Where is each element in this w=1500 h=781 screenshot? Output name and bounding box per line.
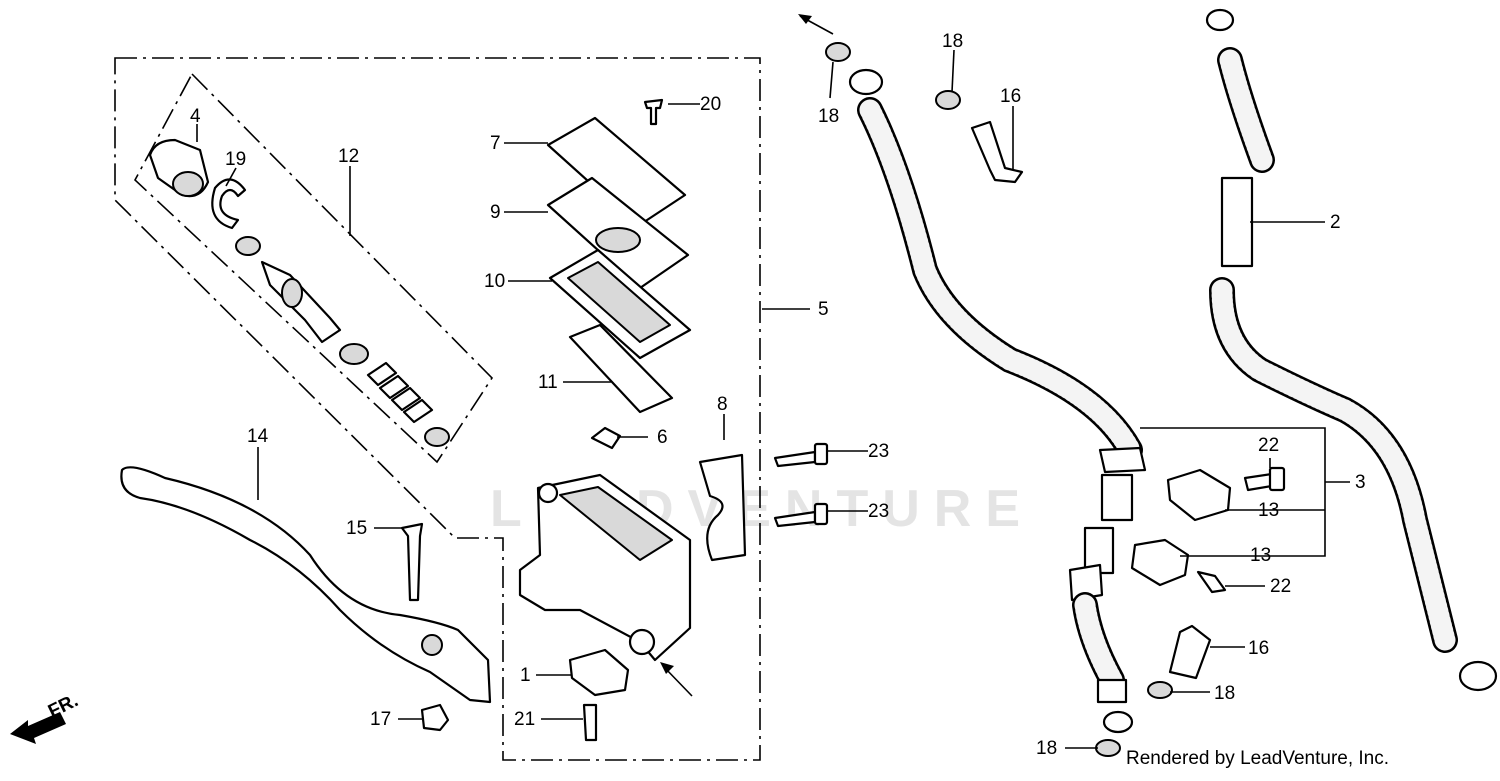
callout-12[interactable]: 12 bbox=[338, 146, 359, 167]
callout-18-bottom-right[interactable]: 18 bbox=[1214, 683, 1235, 704]
callout-20[interactable]: 20 bbox=[700, 94, 721, 115]
callout-8[interactable]: 8 bbox=[717, 394, 728, 415]
arrow-top-head bbox=[798, 14, 812, 24]
render-credit: Rendered by LeadVenture, Inc. bbox=[1126, 748, 1389, 769]
brake-lever bbox=[120, 466, 492, 704]
pivot-nut bbox=[420, 703, 450, 732]
callout-21[interactable]: 21 bbox=[514, 709, 535, 730]
brake-hose-upper bbox=[1205, 8, 1498, 692]
piston-kit bbox=[148, 138, 450, 447]
screw-21 bbox=[582, 703, 598, 742]
callout-18-bottom-left[interactable]: 18 bbox=[1036, 738, 1057, 759]
callout-16-bottom[interactable]: 16 bbox=[1248, 638, 1269, 659]
callout-3[interactable]: 3 bbox=[1355, 472, 1366, 493]
screw-20 bbox=[643, 98, 664, 126]
arrow-body-pointer-head bbox=[660, 662, 674, 674]
brake-switch bbox=[568, 648, 630, 697]
bolts-23 bbox=[773, 442, 829, 528]
callout-4[interactable]: 4 bbox=[190, 106, 201, 127]
brake-hose-lower bbox=[848, 68, 1147, 734]
leader-lines bbox=[196, 49, 1350, 749]
callout-5[interactable]: 5 bbox=[818, 299, 829, 320]
callout-7[interactable]: 7 bbox=[490, 133, 501, 154]
callout-22-upper[interactable]: 22 bbox=[1258, 435, 1279, 456]
callout-23-lower[interactable]: 23 bbox=[868, 501, 889, 522]
callout-14[interactable]: 14 bbox=[247, 426, 269, 447]
callout-13-upper[interactable]: 13 bbox=[1258, 500, 1279, 521]
reservoir-cap-stack bbox=[546, 116, 692, 450]
piston-kit-boundary bbox=[134, 72, 494, 464]
callout-16-top[interactable]: 16 bbox=[1000, 86, 1021, 107]
callout-9[interactable]: 9 bbox=[490, 202, 501, 223]
pivot-bolt bbox=[400, 522, 424, 602]
callout-23-upper[interactable]: 23 bbox=[868, 441, 889, 462]
lever-pivot bbox=[421, 634, 443, 656]
callout-18-top-left[interactable]: 18 bbox=[818, 106, 839, 127]
assembly-boundary bbox=[114, 57, 761, 761]
clamp-holder bbox=[698, 453, 747, 562]
callout-6[interactable]: 6 bbox=[657, 427, 668, 448]
callout-1[interactable]: 1 bbox=[520, 665, 531, 686]
hose-hardware bbox=[825, 42, 1212, 757]
master-cylinder-body bbox=[518, 473, 692, 662]
callout-15[interactable]: 15 bbox=[346, 518, 367, 539]
front-arrow-icon bbox=[10, 712, 66, 744]
callout-19[interactable]: 19 bbox=[225, 149, 246, 170]
callout-10[interactable]: 10 bbox=[484, 271, 505, 292]
arrow-body-pointer bbox=[663, 666, 693, 697]
callout-11[interactable]: 11 bbox=[538, 372, 558, 393]
callouts: 4 19 12 7 9 10 11 6 8 5 23 23 14 15 17 1… bbox=[190, 31, 1366, 759]
callout-18-top[interactable]: 18 bbox=[942, 31, 963, 52]
callout-2[interactable]: 2 bbox=[1330, 212, 1341, 233]
hose-clips bbox=[1130, 466, 1286, 594]
callout-17[interactable]: 17 bbox=[370, 709, 391, 730]
callout-13-lower[interactable]: 13 bbox=[1250, 545, 1271, 566]
callout-22-lower[interactable]: 22 bbox=[1270, 576, 1291, 597]
